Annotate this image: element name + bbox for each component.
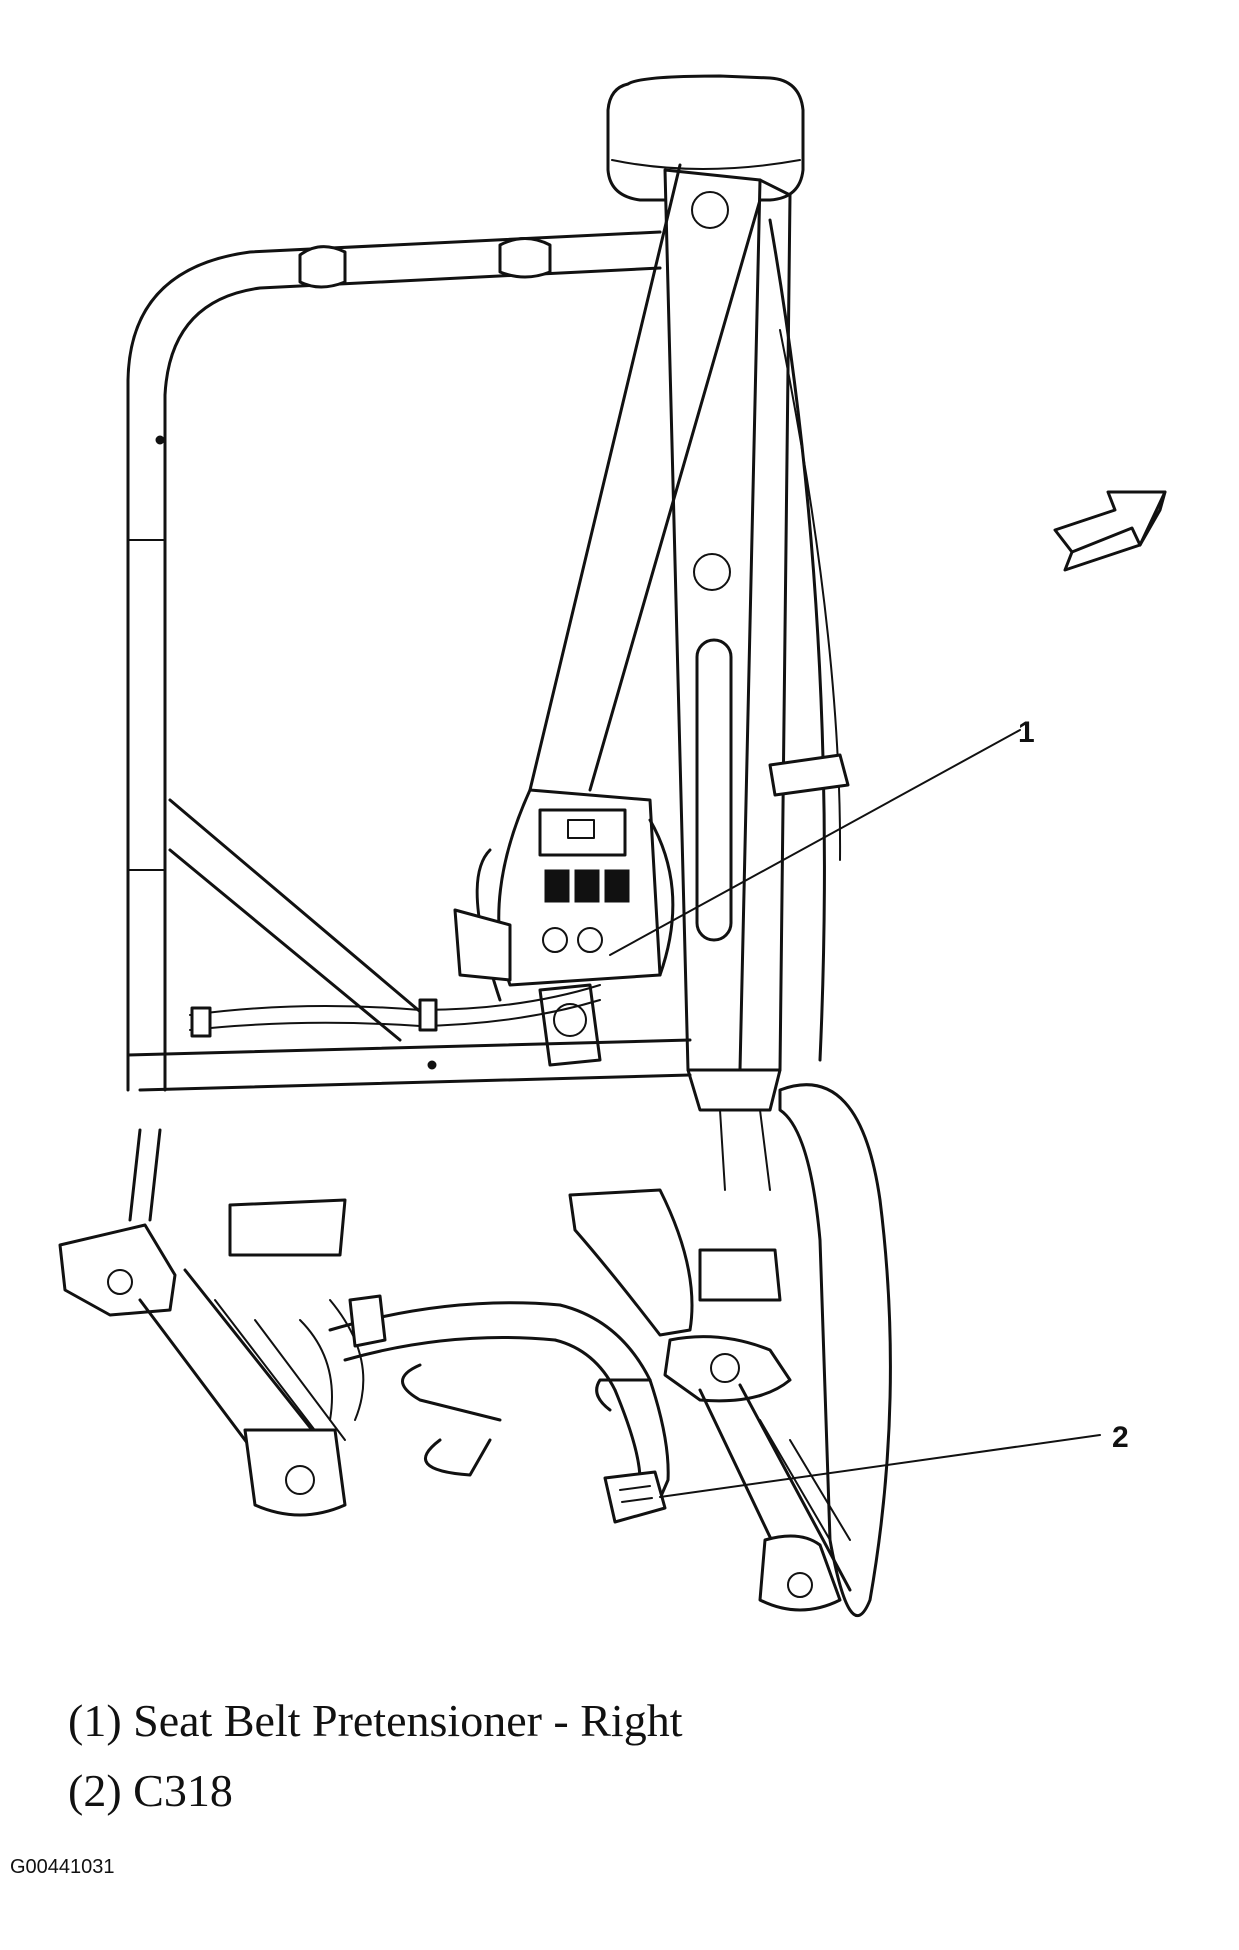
right-seat-track xyxy=(568,1109,852,1612)
under-seat-harness xyxy=(328,1294,670,1512)
figure-id: G00441031 xyxy=(10,1856,115,1878)
belt-guide-column xyxy=(663,168,792,1112)
headrest xyxy=(606,74,805,202)
pretensioner-assembly xyxy=(453,788,675,1067)
legend-item-1: (1) Seat Belt Pretensioner - Right xyxy=(68,1695,683,1746)
callout-number-1: 1 xyxy=(1018,716,1035,749)
callout-number-2: 2 xyxy=(1112,1421,1129,1454)
seat-side-shield xyxy=(778,1083,892,1618)
connector-c318 xyxy=(603,1470,667,1524)
diagonal-brace xyxy=(168,798,432,1042)
lower-cross-tube xyxy=(126,984,692,1092)
upper-frame-tube xyxy=(126,230,662,1092)
leader-line-2 xyxy=(659,1434,1101,1498)
shoulder-belt xyxy=(528,163,850,1062)
direction-arrow-icon xyxy=(1053,490,1167,572)
leader-line-1 xyxy=(609,729,1021,956)
legend-item-2: (2) C318 xyxy=(68,1765,233,1816)
left-seat-track xyxy=(58,1128,365,1517)
